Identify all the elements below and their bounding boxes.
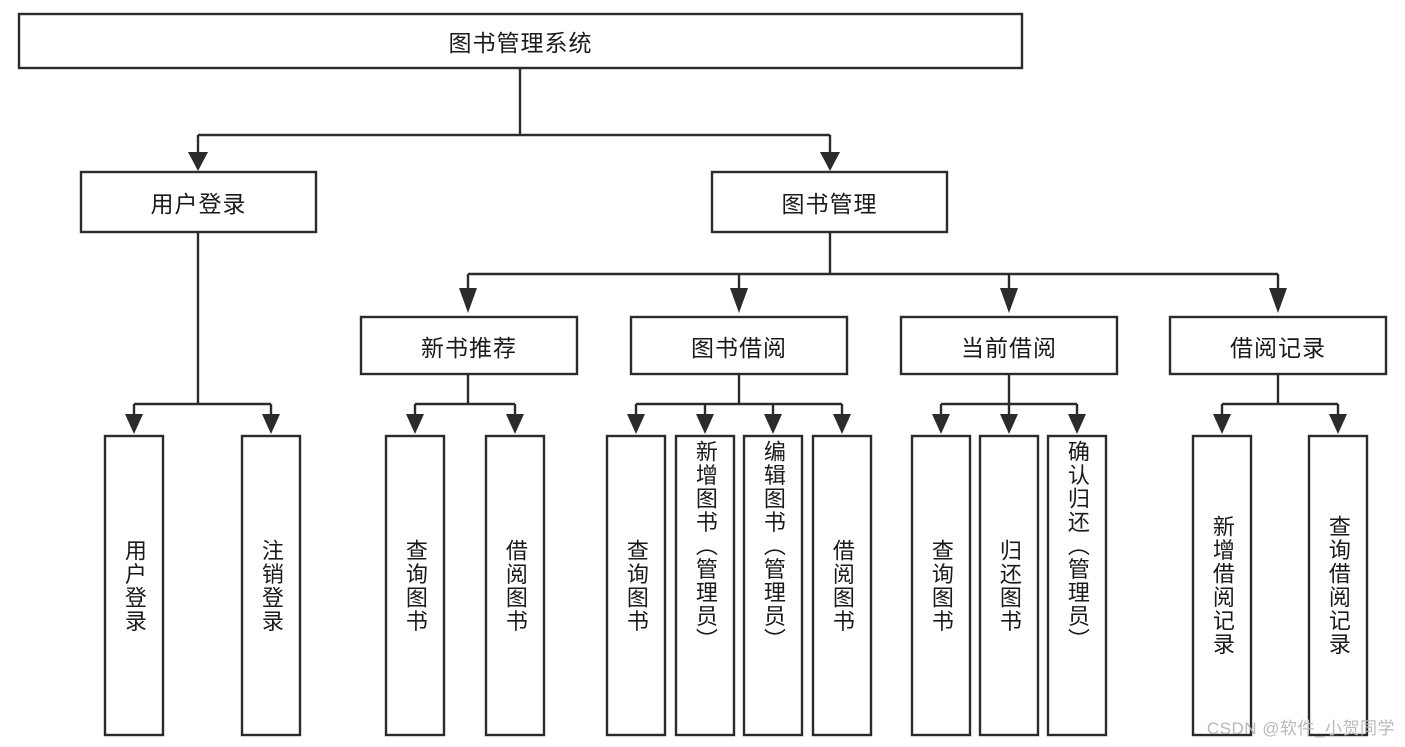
- leaf-box-add-borrow-record[interactable]: [1191, 434, 1253, 737]
- arrow-user-login-leaf-1: [125, 414, 143, 434]
- node-user-login[interactable]: [79, 170, 318, 234]
- leaf-box-borrow-book-recommend[interactable]: [484, 434, 546, 737]
- arrow-to-borrow-record: [1269, 288, 1287, 313]
- arrow-to-book-borrow: [730, 288, 748, 313]
- arrow-root-to-user-login: [188, 152, 208, 171]
- arrow-to-new-book-recommend: [459, 288, 477, 313]
- arrow-borrow-record-leaf-1: [1213, 414, 1231, 434]
- node-current-borrow[interactable]: [899, 315, 1119, 376]
- leaf-box-add-book-admin[interactable]: [674, 434, 736, 737]
- leaf-box-query-book-recommend[interactable]: [384, 434, 446, 737]
- leaf-box-confirm-return-admin[interactable]: [1046, 434, 1108, 737]
- arrow-book-borrow-leaf-2: [696, 414, 714, 434]
- arrow-to-current-borrow: [1000, 288, 1018, 313]
- leaf-box-user-login[interactable]: [103, 434, 165, 737]
- arrow-root-to-book-mgmt: [820, 152, 840, 171]
- arrow-new-book-leaf-1: [406, 414, 424, 434]
- arrow-current-borrow-leaf-2: [1000, 414, 1018, 434]
- node-borrow-record[interactable]: [1168, 315, 1388, 376]
- arrow-current-borrow-leaf-3: [1068, 414, 1086, 434]
- leaf-box-query-book-current[interactable]: [910, 434, 972, 737]
- watermark-text: CSDN @软件_小贺同学: [1206, 719, 1395, 738]
- leaf-box-borrow-book[interactable]: [811, 434, 873, 737]
- arrow-book-borrow-leaf-4: [833, 414, 851, 434]
- node-new-book-recommend[interactable]: [359, 315, 579, 376]
- arrow-borrow-record-leaf-2: [1329, 414, 1347, 434]
- arrow-user-login-leaf-2: [262, 414, 280, 434]
- arrow-new-book-leaf-2: [506, 414, 524, 434]
- leaf-box-query-book-borrow[interactable]: [605, 434, 667, 737]
- arrow-book-borrow-leaf-1: [627, 414, 645, 434]
- node-root[interactable]: [17, 12, 1024, 70]
- arrow-book-borrow-leaf-3: [764, 414, 782, 434]
- node-book-borrow[interactable]: [629, 315, 849, 376]
- leaf-box-return-book[interactable]: [978, 434, 1040, 737]
- leaf-box-logout[interactable]: [240, 434, 302, 737]
- leaf-box-query-borrow-record[interactable]: [1307, 434, 1369, 737]
- leaf-box-edit-book-admin[interactable]: [742, 434, 804, 737]
- node-book-management[interactable]: [710, 170, 949, 234]
- arrow-current-borrow-leaf-1: [932, 414, 950, 434]
